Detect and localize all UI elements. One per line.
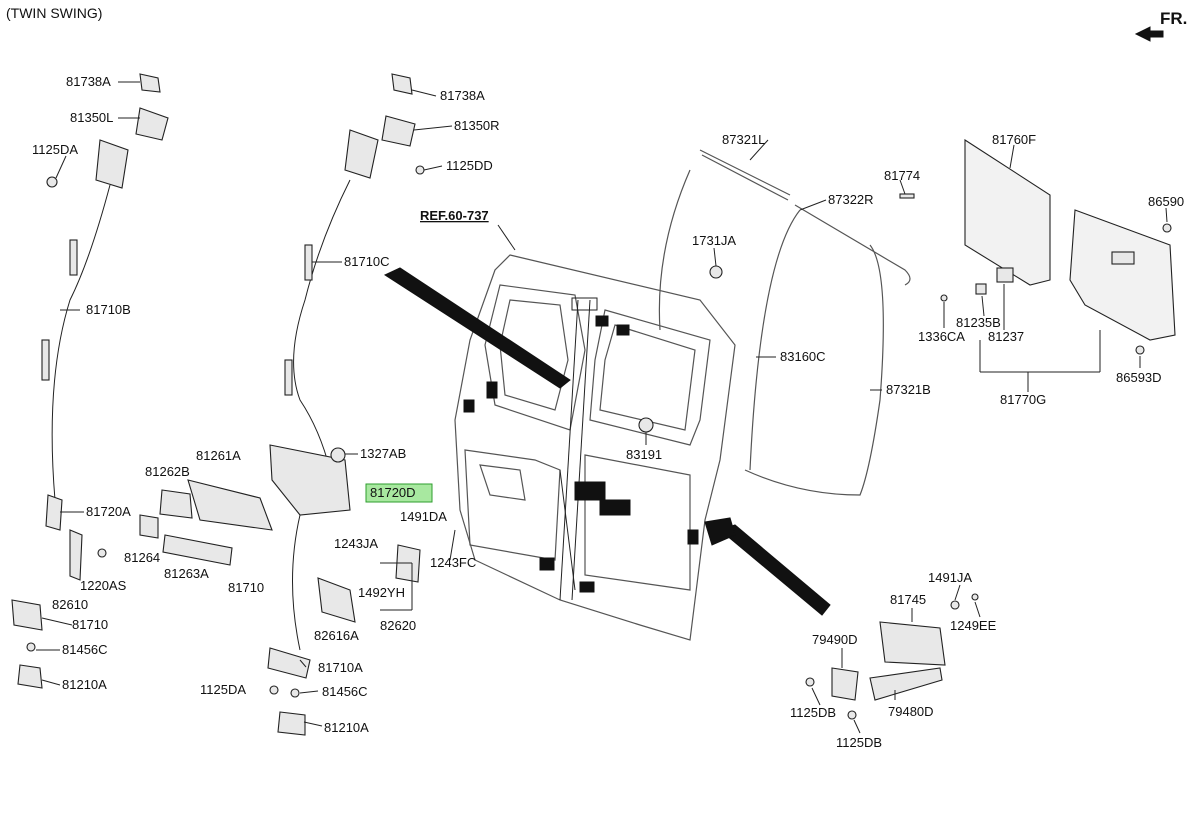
label-81738A-left: 81738A bbox=[66, 74, 111, 89]
label-83191: 83191 bbox=[626, 447, 662, 462]
label-81456C-left: 81456C bbox=[62, 642, 108, 657]
center-lock-assembly bbox=[139, 73, 425, 736]
label-1125DA-top: 1125DA bbox=[32, 142, 78, 157]
label-1327AB: 1327AB bbox=[360, 446, 406, 461]
label-81210A-bottom: 81210A bbox=[324, 720, 369, 735]
label-81710B: 81710B bbox=[86, 302, 131, 317]
label-87321B: 87321B bbox=[886, 382, 931, 397]
label-81760F: 81760F bbox=[992, 132, 1036, 147]
weatherstrip-assembly bbox=[638, 149, 915, 496]
left-lock-cable-assembly bbox=[11, 73, 169, 689]
label-1491JA: 1491JA bbox=[928, 570, 972, 585]
label-81237: 81237 bbox=[988, 329, 1024, 344]
label-81774: 81774 bbox=[884, 168, 920, 183]
label-81235B: 81235B bbox=[956, 315, 1001, 330]
label-81720A: 81720A bbox=[86, 504, 131, 519]
label-81710-mid: 81710 bbox=[228, 580, 264, 595]
label-87322R: 87322R bbox=[828, 192, 874, 207]
label-82610: 82610 bbox=[52, 597, 88, 612]
label-81738A-right: 81738A bbox=[440, 88, 485, 103]
tailgate-door bbox=[383, 254, 831, 641]
label-81210A-left: 81210A bbox=[62, 677, 107, 692]
label-81263A: 81263A bbox=[164, 566, 209, 581]
label-1125DD: 1125DD bbox=[446, 158, 493, 173]
label-1336CA: 1336CA bbox=[918, 329, 965, 344]
leader-lines bbox=[36, 81, 1168, 734]
label-81262B: 81262B bbox=[145, 464, 190, 479]
label-87321L: 87321L bbox=[722, 132, 765, 147]
label-1249EE: 1249EE bbox=[950, 618, 997, 633]
label-81261A: 81261A bbox=[196, 448, 241, 463]
part-labels: 81738A 81350L 1125DA 81710B 81720A 1220A… bbox=[32, 74, 1184, 750]
label-82616A: 82616A bbox=[314, 628, 359, 643]
label-81770G: 81770G bbox=[1000, 392, 1046, 407]
label-79480D: 79480D bbox=[888, 704, 934, 719]
label-1125DB-top: 1125DB bbox=[790, 705, 836, 720]
label-81456C-bottom: 81456C bbox=[322, 684, 368, 699]
label-82620: 82620 bbox=[380, 618, 416, 633]
label-1125DB-bottom: 1125DB bbox=[836, 735, 882, 750]
label-1491DA-mid: 1491DA bbox=[400, 509, 447, 524]
variant-label: (TWIN SWING) bbox=[6, 5, 102, 21]
label-1125DA-bottom: 1125DA bbox=[200, 682, 246, 697]
label-1243FC: 1243FC bbox=[430, 555, 476, 570]
label-1243JA: 1243JA bbox=[334, 536, 378, 551]
label-83160C: 83160C bbox=[780, 349, 826, 364]
label-81710A: 81710A bbox=[318, 660, 363, 675]
label-81350L: 81350L bbox=[70, 110, 113, 125]
label-1220AS: 1220AS bbox=[80, 578, 127, 593]
arrow-left-icon bbox=[1134, 26, 1164, 42]
label-81350R: 81350R bbox=[454, 118, 500, 133]
label-86590: 86590 bbox=[1148, 194, 1184, 209]
reference-label: REF.60-737 bbox=[420, 208, 489, 223]
lower-right-hardware bbox=[805, 593, 979, 720]
highlight-81720D bbox=[365, 483, 433, 503]
label-81720D: 81720D bbox=[370, 485, 416, 500]
direction-label: FR. bbox=[1160, 9, 1187, 28]
label-79490D: 79490D bbox=[812, 632, 858, 647]
label-86593D: 86593D bbox=[1116, 370, 1162, 385]
label-1731JA: 1731JA bbox=[692, 233, 736, 248]
label-81264: 81264 bbox=[124, 550, 160, 565]
trim-panels bbox=[940, 138, 1176, 355]
label-81710C: 81710C bbox=[344, 254, 390, 269]
label-81710-left: 81710 bbox=[72, 617, 108, 632]
label-81745: 81745 bbox=[890, 592, 926, 607]
label-1492YH: 1492YH bbox=[358, 585, 405, 600]
